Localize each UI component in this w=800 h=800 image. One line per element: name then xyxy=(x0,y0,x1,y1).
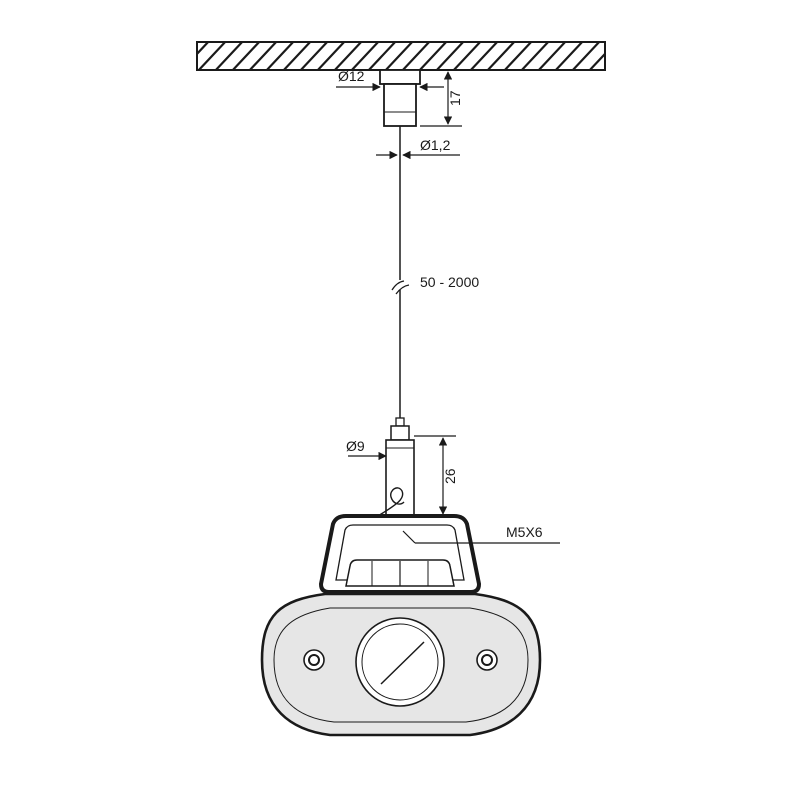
hatch-line xyxy=(639,40,669,72)
hatch-line xyxy=(316,42,346,70)
cable-gripper xyxy=(377,417,415,525)
dim-ceiling-cap-diameter: Ø12 xyxy=(336,68,444,92)
label-cable-diameter: Ø1,2 xyxy=(420,137,451,153)
hatch-line xyxy=(418,42,448,70)
hatch-line xyxy=(588,52,605,70)
hatch-line xyxy=(469,42,499,70)
hatch-line xyxy=(367,42,397,70)
hatch-line xyxy=(197,42,210,56)
hatch-line xyxy=(248,42,278,70)
hatch-line xyxy=(486,42,516,70)
hatch-line xyxy=(333,42,363,70)
dim-gripper-diameter: Ø9 xyxy=(346,438,387,461)
hatch-line xyxy=(435,42,465,70)
hatch-line xyxy=(231,42,261,70)
label-gripper-height: 26 xyxy=(442,468,458,484)
hatch-line xyxy=(265,42,295,70)
dim-ceiling-cap-height: 17 xyxy=(420,71,463,127)
dim-cable-diameter: Ø1,2 xyxy=(376,137,460,160)
label-thread: M5X6 xyxy=(506,524,543,540)
hatch-line xyxy=(452,42,482,70)
lens-icon xyxy=(355,617,445,707)
hatch-line xyxy=(554,42,584,70)
thread-callout: M5X6 xyxy=(402,524,560,544)
hatch-line xyxy=(214,42,244,70)
hatch-line xyxy=(282,42,312,70)
label-gripper-diameter: Ø9 xyxy=(346,438,365,454)
hatch-line xyxy=(605,40,635,72)
label-cable-length: 50 - 2000 xyxy=(420,274,479,290)
hatch-line xyxy=(571,42,601,70)
hatch-line xyxy=(384,42,414,70)
ceiling xyxy=(196,40,669,72)
dim-gripper-height: 26 xyxy=(414,435,458,517)
hatch-line xyxy=(197,42,227,70)
hatch-line xyxy=(350,42,380,70)
label-ceiling-cap-diameter: Ø12 xyxy=(338,68,365,84)
hatch-line xyxy=(520,42,550,70)
pendant-luminaire xyxy=(260,514,542,737)
hatch-line xyxy=(401,42,431,70)
hatch-line xyxy=(299,42,329,70)
steel-cable xyxy=(391,126,410,424)
label-ceiling-cap-height: 17 xyxy=(447,90,463,106)
hatch-line xyxy=(537,42,567,70)
hatch-line xyxy=(503,42,533,70)
hatch-line xyxy=(622,40,652,72)
ceiling-cap xyxy=(379,69,421,127)
